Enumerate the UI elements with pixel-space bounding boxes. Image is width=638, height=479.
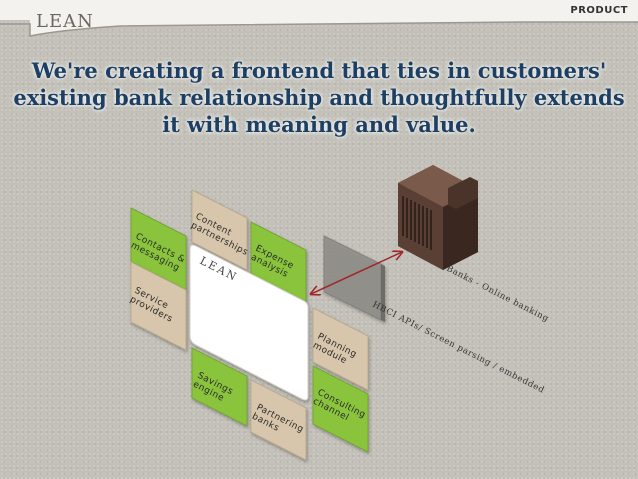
tile-expense-analysis: Expense analysis xyxy=(249,221,307,303)
bank-building-icon xyxy=(398,165,478,270)
tile-partnering-banks: Partnering banks xyxy=(250,379,307,461)
tile-contacts: Contacts & messaging xyxy=(129,207,187,291)
tile-content-partnerships: Content partnerships xyxy=(189,189,250,271)
connection-arrow-left xyxy=(311,251,403,294)
tile-planning-module: Planning module xyxy=(311,307,369,391)
tile-savings-engine: Savings engine xyxy=(191,347,248,427)
interface-panel xyxy=(323,235,385,322)
top-bar xyxy=(0,0,638,37)
tile-service-providers: Service providers xyxy=(128,261,187,351)
tile-consulting-channel: Consulting channel xyxy=(311,365,369,453)
lean-platform: LEAN xyxy=(189,244,309,401)
banks-online-label: Banks - Online banking xyxy=(445,264,551,325)
header-band xyxy=(0,0,638,36)
logo: LEAN xyxy=(36,11,94,32)
header-rule xyxy=(0,21,638,37)
section-label: PRODUCT xyxy=(570,5,628,16)
headline: We're creating a frontend that ties in c… xyxy=(13,58,625,137)
api-label: HBCI APIs/ Screen parsing / embedded xyxy=(371,300,546,396)
